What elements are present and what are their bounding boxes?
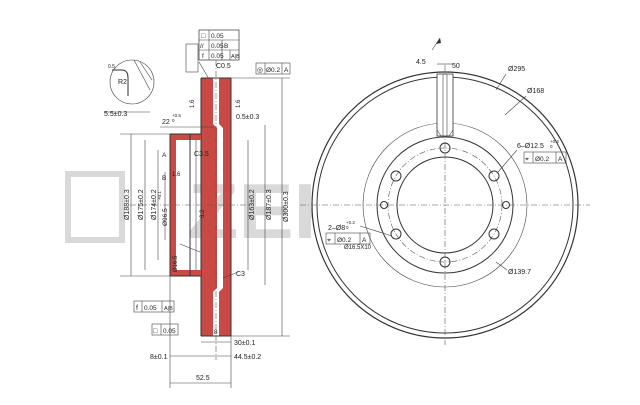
- runout-bottom-datum: A|B: [164, 306, 173, 312]
- tolerance-frame-ring: ◎ Ø0.2 A: [255, 62, 291, 75]
- parallelism-datum: B: [224, 43, 228, 50]
- dim-d174: Ø174±0.2: [151, 189, 158, 220]
- detail-05-label: 0.5: [108, 64, 115, 70]
- tolerance-frame-bottom-1: f 0.05 A|B: [133, 300, 175, 313]
- parallelism-value: 0.05: [211, 43, 224, 50]
- datum-a-marker: A: [162, 152, 167, 159]
- dim-d163: Ø163±0.2: [249, 189, 256, 220]
- dim-d16-5: Ø16.5: [173, 255, 179, 272]
- concentricity-datum: A: [284, 67, 289, 74]
- flatness-icon: □: [201, 33, 206, 40]
- position-icon: ⌖: [525, 156, 529, 163]
- concentricity-icon: ◎: [257, 67, 263, 74]
- dim-d300: Ø300±0.3: [283, 191, 290, 222]
- dim-0-5: 0.5±0.3: [236, 114, 259, 121]
- holes-6-label: 6–Ø12.5: [517, 143, 544, 150]
- dim-5-5-label: 5.5±0.3: [104, 111, 127, 118]
- bolt-holes: [380, 142, 510, 268]
- dim-8: 8±0.1: [150, 354, 168, 361]
- dim-8-small: 8: [214, 329, 218, 336]
- dim-d175: Ø175±0.2: [138, 189, 145, 220]
- holes-6-tol: +0.2: [550, 139, 559, 144]
- detail-view: 0.5 R2 5.5±0.3: [104, 59, 155, 118]
- position-datum: A: [558, 156, 563, 163]
- dim-22: 22: [162, 119, 170, 126]
- dim-d187: Ø187±0.3: [266, 189, 273, 220]
- tolerance-frame-bottom-2: □ 0.05: [151, 323, 179, 336]
- runout-value: 0.05: [211, 53, 224, 60]
- cross-section-view: Ø188±0.3 Ø175±0.2 Ø174±0.2 Ø96.5 +0.1 3.…: [120, 60, 290, 388]
- holes-2-label: 2–Ø8: [328, 225, 345, 232]
- position-small-datum: A: [362, 237, 367, 244]
- holes-2-tol: +0.2: [346, 220, 355, 225]
- detail-r2-label: R2: [118, 79, 127, 86]
- dim-50: 50: [452, 63, 460, 70]
- dim-1-6-a: 1.6: [190, 99, 196, 108]
- datum-b-marker: B: [162, 175, 166, 182]
- dim-22-tol2: 0: [172, 118, 175, 123]
- dim-30: 30±0.1: [234, 340, 255, 347]
- c35-label: C3.5: [194, 151, 209, 158]
- c05-label: C0.5: [216, 63, 231, 70]
- dim-4-5: 4.5: [416, 59, 426, 66]
- dim-1-6-c: 1.6: [172, 172, 181, 178]
- front-view: 4.5 50 Ø295 Ø168 6–Ø12.5 +0.2 0 2–Ø8 +0.…: [300, 59, 590, 345]
- datum-leader-arrow: [431, 37, 441, 51]
- position-icon-small: ⌖: [327, 237, 331, 244]
- position-value: Ø0.2: [535, 156, 549, 163]
- runout-datum: A|B: [231, 54, 240, 60]
- tolerance-frame-holes-2: ⌖ Ø0.2 A: [325, 232, 371, 245]
- concentricity-value: Ø0.2: [266, 67, 280, 74]
- dim-3-2: 3.2: [200, 209, 206, 218]
- dim-44-5: 44.5±0.2: [234, 354, 261, 361]
- position-small-value: Ø0.2: [337, 237, 351, 244]
- flatness-bottom-value: 0.05: [163, 328, 176, 335]
- c3-label: C3: [236, 271, 245, 278]
- dim-d168: Ø168: [527, 88, 544, 95]
- tolerance-frame-top: □ 0.05 // 0.05 B f 0.05 A|B C0.5: [185, 29, 240, 85]
- flatness-value: 0.05: [211, 33, 224, 40]
- holes-6-tol2: 0: [550, 144, 553, 149]
- flatness-icon-bottom: □: [153, 328, 158, 335]
- dim-1-6-b: 1.6: [236, 99, 242, 108]
- runout-icon: f: [202, 53, 204, 60]
- dim-d965-tol: +0.1: [157, 191, 162, 200]
- dim-d16-5x10: Ø16.5X10: [344, 245, 372, 251]
- dim-22-tol: +0.5: [172, 113, 181, 118]
- dim-d965: Ø96.5: [162, 208, 169, 226]
- runout-icon-bottom: f: [136, 305, 138, 312]
- dim-d295: Ø295: [508, 66, 525, 73]
- dim-52-5: 52.5: [196, 375, 210, 382]
- runout-bottom-value: 0.05: [144, 305, 157, 312]
- dim-d139-7: Ø139.7: [508, 269, 531, 276]
- tolerance-frame-holes-6: ⌖ Ø0.2 A: [523, 151, 567, 164]
- dim-d188: Ø188±0.3: [124, 189, 131, 220]
- parallelism-icon: //: [200, 43, 204, 50]
- holes-2-tol2: 0: [346, 225, 349, 230]
